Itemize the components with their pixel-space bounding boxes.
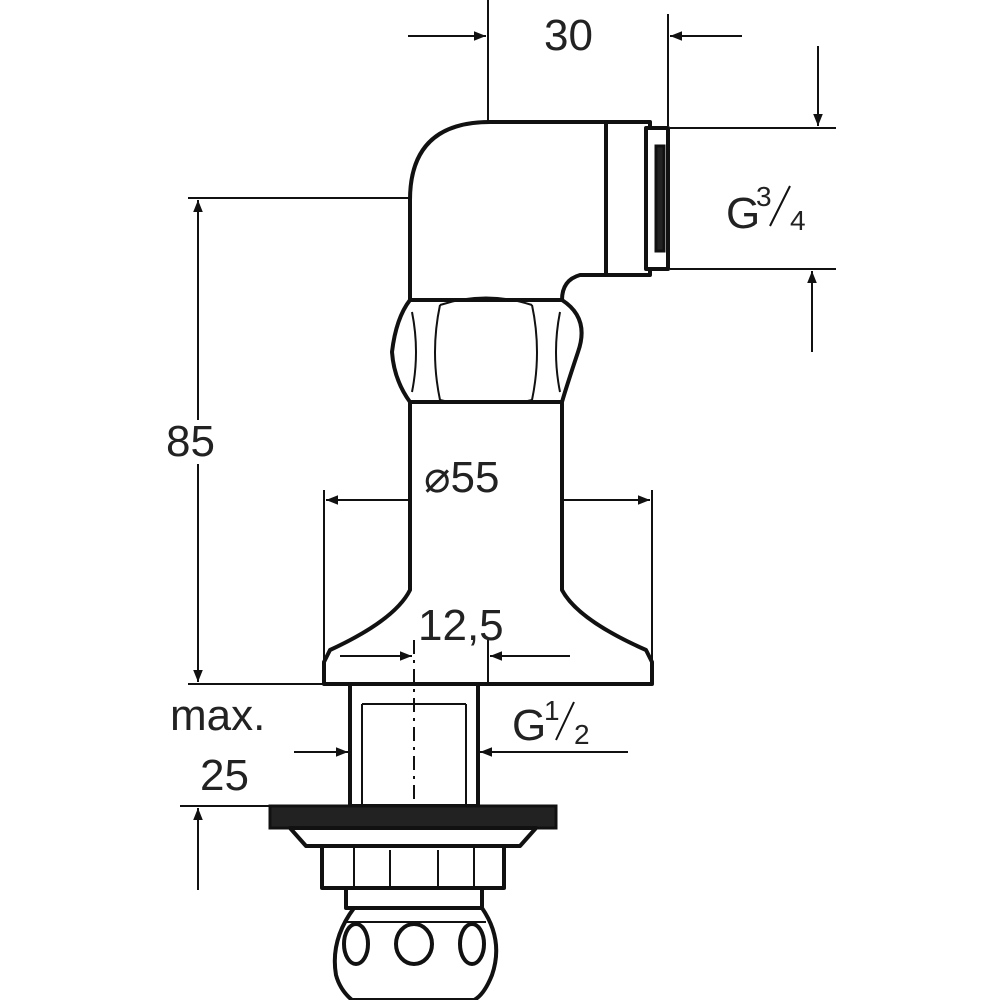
max-label: max. — [170, 691, 265, 740]
hex-nut — [390, 296, 584, 407]
dim-85-label: 85 — [166, 417, 215, 466]
dimension-max-thickness: max. 25 — [170, 691, 270, 890]
g34-prefix: G — [726, 189, 760, 238]
dimension-inlet-thread: G 1 2 — [294, 695, 628, 757]
outlet-thread — [604, 120, 670, 277]
knurled-nut — [332, 906, 499, 1000]
dimension-offset: 12,5 — [340, 601, 570, 684]
dim-55-label: ⌀55 — [424, 453, 499, 502]
max-value: 25 — [200, 751, 249, 800]
dimension-flange-diameter: ⌀55 — [323, 453, 653, 660]
g12-prefix: G — [512, 701, 546, 750]
elbow-body — [408, 120, 612, 302]
stem-flange — [322, 400, 654, 686]
g12-denominator: 2 — [574, 719, 590, 750]
dim-30-label: 30 — [544, 11, 593, 60]
g34-numerator: 3 — [756, 181, 772, 212]
dimension-height: 85 — [166, 197, 410, 685]
dimension-top-width: 30 — [408, 0, 742, 126]
g34-denominator: 4 — [790, 205, 806, 236]
washer — [268, 804, 558, 848]
g12-numerator: 1 — [544, 695, 560, 726]
lock-nut — [320, 844, 506, 910]
dim-12-5-label: 12,5 — [418, 601, 504, 650]
dimension-outlet-thread: G 3 4 — [670, 46, 836, 352]
